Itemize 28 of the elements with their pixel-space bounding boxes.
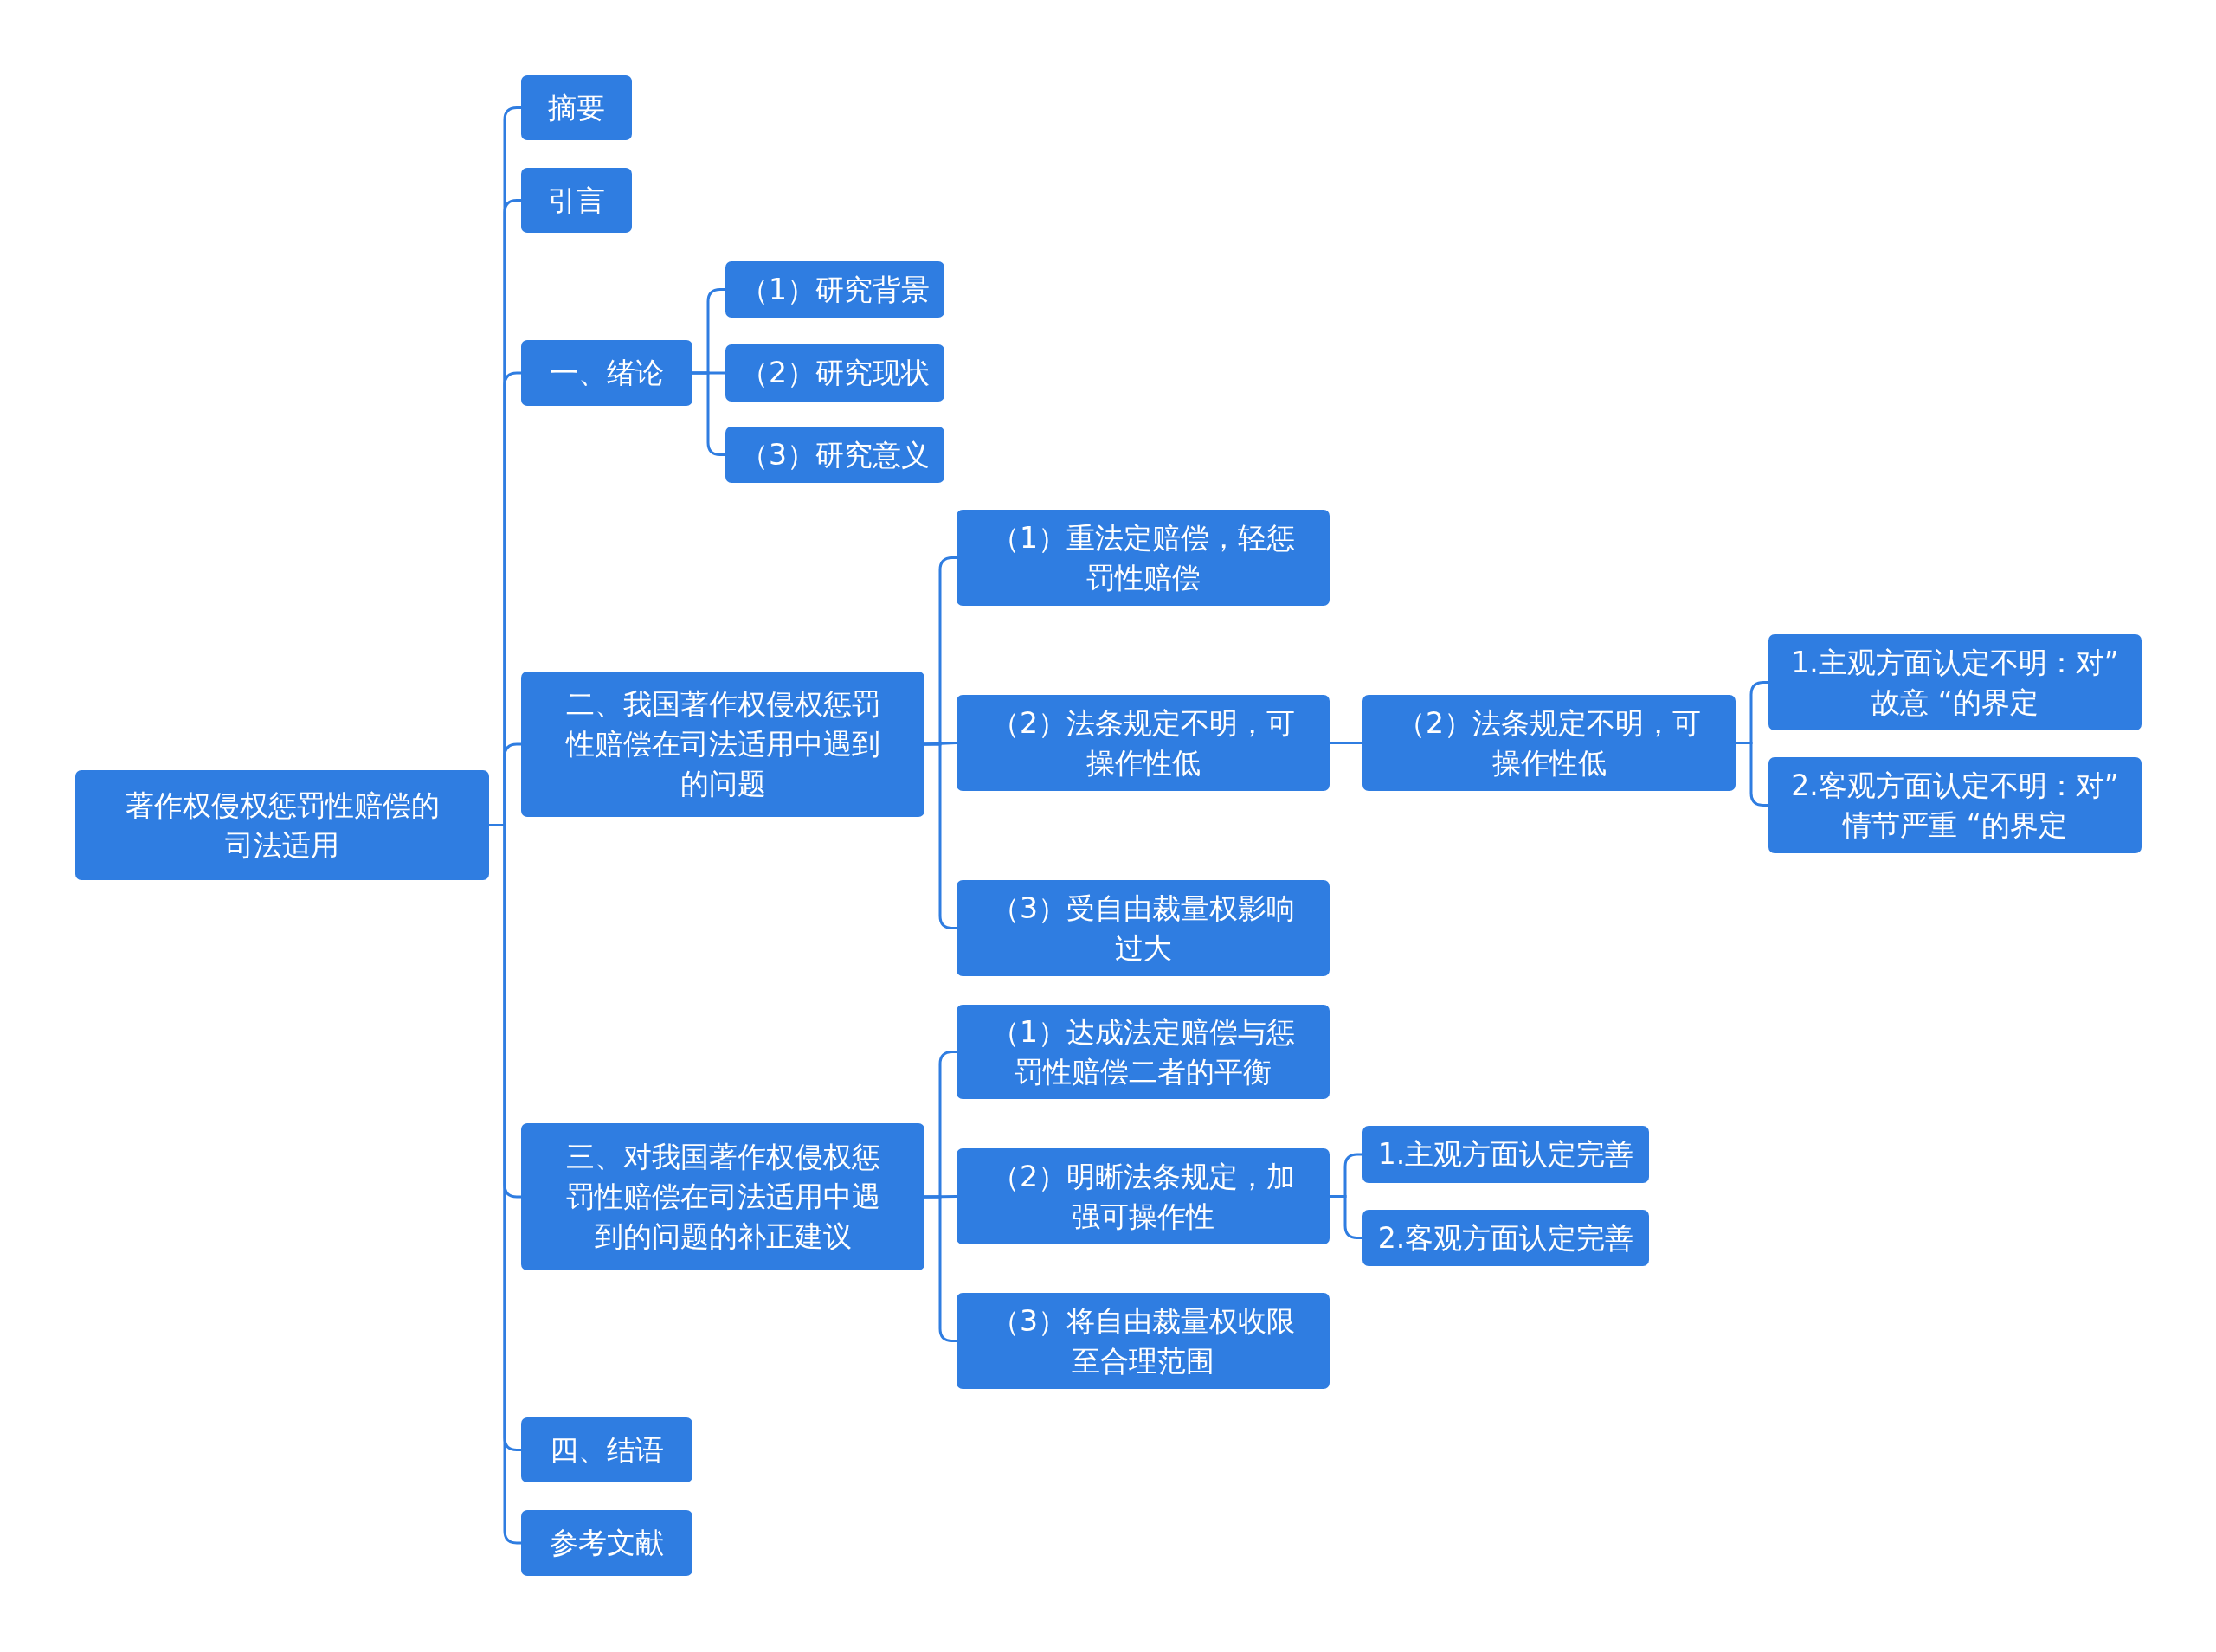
topic-box: （2）研究现状 <box>725 344 944 402</box>
connector-line <box>924 742 957 929</box>
topic-box: （1）达成法定赔偿与惩罚性赔偿二者的平衡 <box>957 1005 1330 1099</box>
root-topic-box: 著作权侵权惩罚性赔偿的司法适用 <box>75 770 489 880</box>
topic-box: （2）法条规定不明，可操作性低 <box>1362 695 1736 791</box>
topic-box: 1.主观方面认定完善 <box>1362 1126 1649 1183</box>
topic-box: 二、我国著作权侵权惩罚性赔偿在司法适用中遇到的问题 <box>521 672 924 817</box>
topic-box: 引言 <box>521 168 632 233</box>
topic-box: （1）重法定赔偿，轻惩罚性赔偿 <box>957 510 1330 606</box>
topic-box: （3）受自由裁量权影响过大 <box>957 880 1330 976</box>
connector-line <box>924 1195 957 1199</box>
connector-line <box>1330 1195 1362 1239</box>
topic-box: 参考文献 <box>521 1510 692 1576</box>
topic-box: （3）将自由裁量权收限至合理范围 <box>957 1293 1330 1389</box>
topic-box: 2.客观方面认定完善 <box>1362 1210 1649 1266</box>
topic-box: 三、对我国著作权侵权惩罚性赔偿在司法适用中遇到的问题的补正建议 <box>521 1123 924 1270</box>
topic-box: 摘要 <box>521 75 632 140</box>
topic-box: （2）明晰法条规定，加强可操作性 <box>957 1148 1330 1244</box>
topic-box: 2.客观方面认定不明：对” 情节严重 “的界定 <box>1768 757 2142 853</box>
topic-box: 一、绪论 <box>521 340 692 406</box>
connector-line <box>924 1195 957 1342</box>
topic-box: （2）法条规定不明，可操作性低 <box>957 695 1330 791</box>
topic-box: 1.主观方面认定不明：对” 故意 “的界定 <box>1768 634 2142 730</box>
topic-box: 四、结语 <box>521 1417 692 1482</box>
topic-box: （3）研究意义 <box>725 427 944 483</box>
connector-line <box>1330 742 1362 744</box>
connector-line <box>924 742 957 746</box>
topic-box: （1）研究背景 <box>725 261 944 318</box>
